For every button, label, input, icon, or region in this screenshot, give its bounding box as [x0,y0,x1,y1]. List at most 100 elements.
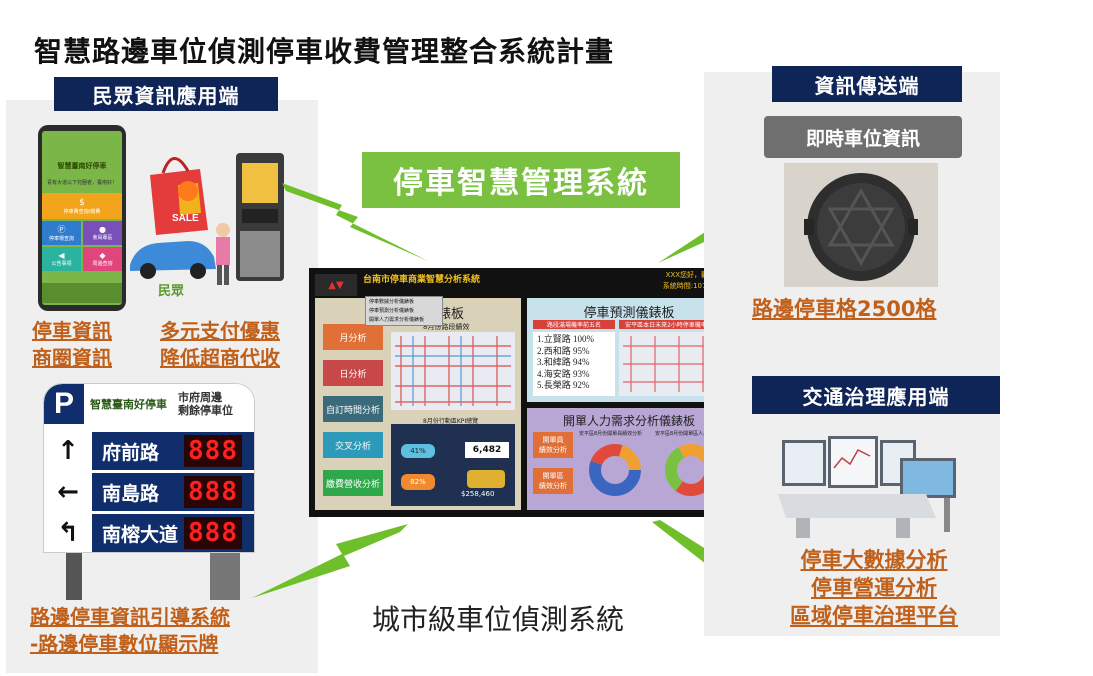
app-title: 智慧臺南好停車 [57,162,107,170]
list-item: 1.立賢路 100% [537,334,594,344]
dashboard-user: XXX您好，歡迎登入 [665,271,729,279]
lightning-bolt-icon [652,520,778,612]
people-label: 民眾 [158,284,185,299]
manpower-sub-1: 安平區8月份開單員績效分析 [579,431,643,437]
sign-header: P 智慧臺南好停車 市府周邊 剩餘停車位 [44,384,254,424]
kpi-money: $258,460 [461,490,495,498]
discount-tag-icon [178,181,198,201]
manpower-title: 開單人力需求分析儀錶板 [562,414,695,428]
street-map [391,332,515,410]
app-greeting: 青有大道以下兜圈者，臺南好！ [46,180,117,186]
tile-member[interactable]: ● 會員專區 [83,221,122,245]
tile-label: 停車場查詢 [48,236,74,242]
menu-revenue[interactable]: 繳費營收分析 [323,470,383,496]
predict-sub-2: 安平區本日未來2小時停車機率預測 [619,320,725,329]
spaces-count: 888 [184,435,242,467]
caption-payment: 多元支付優惠 降低超商代收 [160,319,280,370]
center-footer: 城市級車位偵測系統 [372,603,625,636]
manpower-module: 開單人力需求分析儀錶板 開單員績效分析 開單區績效分析 安平區8月份開單員績效分… [527,408,731,510]
right-captions: 停車大數據分析 停車營運分析 區域停車治理平台 [780,546,968,630]
sign-heading-line1: 市府周邊 [178,391,222,404]
list-item: 3.和緯路 94% [537,357,590,367]
center-banner: 停車智慧管理系統 [362,152,680,208]
person-icon [216,223,230,285]
road-name: 南榕大道 [102,523,179,546]
sign-brand: 智慧臺南好停車 [90,398,167,411]
sensor-caption: 路邊停車格2500格 [752,297,937,321]
shopping-illustration: SALE [130,153,284,285]
kpi-title: 8月份行動區KPI總覽 [423,418,479,425]
dropdown-item[interactable]: 停車數據分析儀錶板 [369,299,415,305]
menu-cross[interactable]: 交叉分析 [323,432,383,458]
left-panel-header: 民眾資訊應用端 [54,77,278,111]
caption-sign-system: 路邊停車資訊引導系統 -路邊停車數位顯示牌 [30,605,230,656]
sale-tag: SALE [172,213,199,224]
caption-parking-info: 停車資訊 商圈資訊 [32,319,112,370]
arrow-left-icon: ← [44,473,92,511]
dashboard-dropdown[interactable]: 停車數據分析儀錶板 停車預測分析儀錶板 開單人力需求分析儀錶板 [365,296,443,326]
kpi-pct-1: 41% [401,444,435,458]
tile-label: 周邊查詢 [92,261,113,267]
tainan-logo: ▲▼ [315,274,357,296]
control-room-illustration [778,436,956,538]
tile-nearby[interactable]: ◆ 周邊查詢 [83,247,122,271]
monitor-icon [782,436,956,498]
list-item: 5.長榮路 92% [537,380,590,390]
car-icon [130,241,216,279]
caption-governance: 區域停車治理平台 [790,604,958,628]
tile-label: 公告事項 [51,261,72,267]
list-item: 4.海安路 93% [537,368,590,379]
page-title: 智慧路邊車位偵測停車收費管理整合系統計畫 [34,35,615,68]
kpi-panel: 41% 6,482 82% $258,460 [391,424,515,506]
traffic-header: 交通治理應用端 [752,376,1000,414]
caption-big-data: 停車大數據分析 [800,548,948,572]
dropdown-item[interactable]: 停車預測分析儀錶板 [369,308,415,314]
dashboard-time: 系統時間:107/08/29 [662,282,729,290]
sensor-icon [804,173,918,281]
list-item: 2.西和路 95% [537,345,590,356]
tile-parking[interactable]: Ⓟ 停車場查詢 [42,221,81,245]
user-icon: ● [99,225,106,234]
sign-heading-line2: 剩餘停車位 [178,404,233,417]
sign-post [66,540,82,600]
menu-custom[interactable]: 自訂時間分析 [323,396,383,422]
roadside-sign: P 智慧臺南好停車 市府周邊 剩餘停車位 ↑ 府前路 888 ← 南島路 888… [44,384,254,552]
predict-title: 停車預測儀錶板 [583,306,675,321]
manpower-btn-officer[interactable]: 開單員績效分析 [533,432,573,458]
sign-row: ↑ 府前路 888 [44,432,254,470]
module-subtitle: 8月份路段績效 [423,323,470,331]
arrow-up-icon: ↑ [44,432,92,470]
tile-notice[interactable]: ◀ 公告事項 [42,247,81,271]
predict-list: 1.立賢路 100% 2.西和路 95% 3.和緯路 94% 4.海安路 93%… [533,332,615,396]
road-name: 南島路 [102,482,160,505]
kpi-pct-2: 82% [401,474,435,490]
lightning-bolt-icon [282,183,428,261]
prediction-module: 停車預測儀錶板 路段滿場機率前五名 安平區本日未來2小時停車機率預測 1.立賢路… [527,298,731,402]
pay-tile[interactable]: $ 停車費查詢/繳費 [42,193,122,219]
menu-month[interactable]: 月分析 [323,324,383,350]
dropdown-item[interactable]: 開單人力需求分析儀錶板 [369,317,425,323]
road-name: 府前路 [102,441,160,464]
manpower-sub-2: 安平區8月份開單區人員績效分析 [655,431,729,437]
arrow-turn-icon: ↰ [44,514,92,552]
menu-day[interactable]: 日分析 [323,360,383,386]
right-panel-header: 資訊傳送端 [772,66,962,102]
spaces-count: 888 [184,517,242,549]
sign-row: ↰ 南榕大道 888 [44,514,254,552]
coin-icon [467,470,505,488]
tile-label: 會員專區 [92,235,113,241]
megaphone-icon: ◀ [58,251,65,260]
realtime-info-label: 即時車位資訊 [764,116,962,158]
pay-label: 停車費查詢/繳費 [63,208,101,215]
parking-icon: Ⓟ [57,225,66,234]
parking-p-icon: P [44,384,84,424]
sign-row: ← 南島路 888 [44,473,254,511]
lightning-bolt-icon [252,524,408,598]
dollar-icon: $ [79,197,85,208]
phone-bottom-bar [42,283,122,303]
predict-sub-1: 路段滿場機率前五名 [533,320,615,329]
analysis-module: 儀錶板 8月份路段績效 月分析 日分析 自訂時間分析 交叉分析 繳費營收分析 8… [315,298,521,510]
manpower-btn-area[interactable]: 開單區績效分析 [533,468,573,494]
dashboard-screenshot: ▲▼ 台南市停車商業智慧分析系統 XXX您好，歡迎登入 系統時間:107/08/… [309,268,737,517]
donut-chart [589,444,641,496]
